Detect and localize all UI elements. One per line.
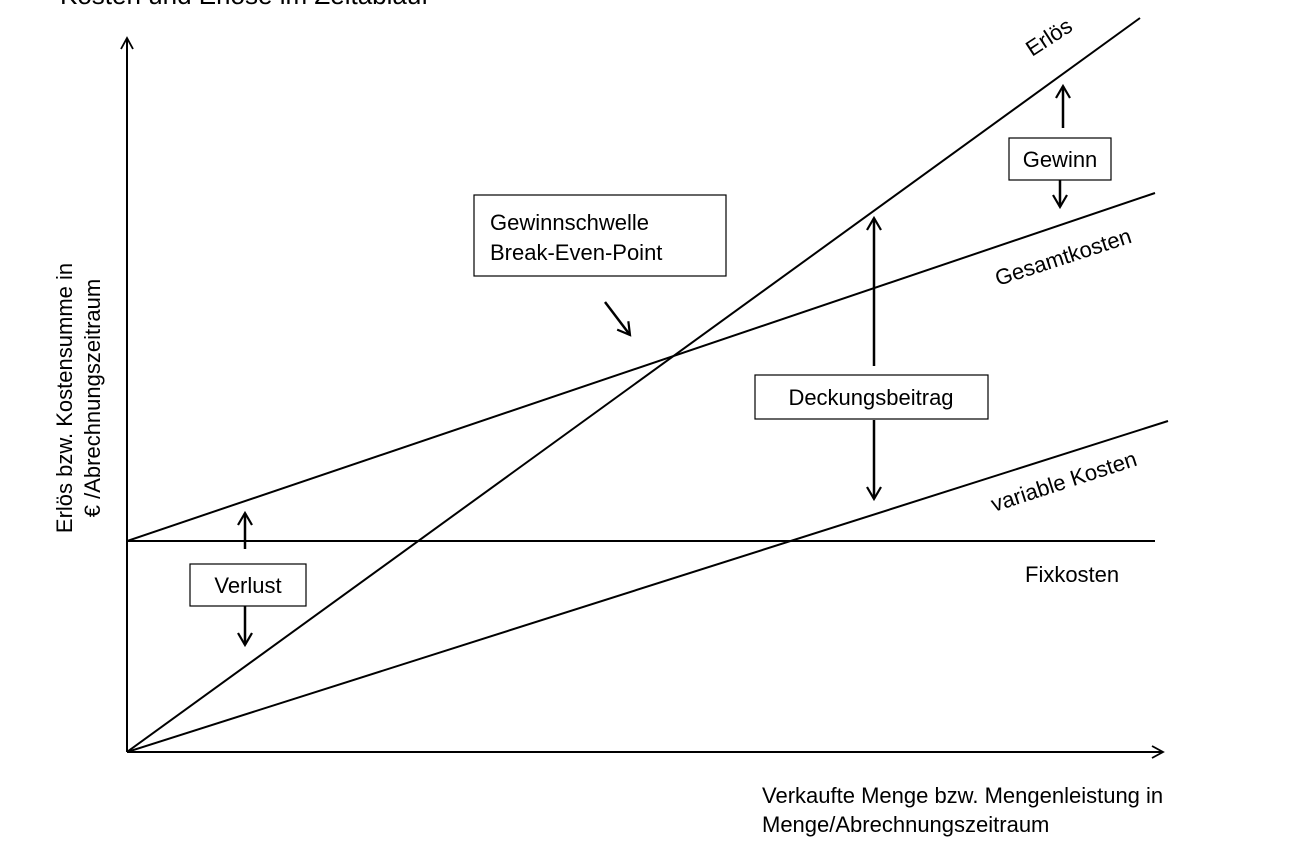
- break-even-pointer-arrow: [604, 301, 632, 337]
- gewinnschwelle-box: [473, 194, 727, 277]
- gesamtkosten-label: Gesamtkosten: [992, 223, 1135, 291]
- y-axis-label-line1: Erlös bzw. Kostensumme in: [52, 263, 77, 533]
- fixkosten-label: Fixkosten: [1025, 562, 1119, 587]
- deckungsbeitrag-box: [754, 374, 989, 420]
- variable-kosten-line: [126, 420, 1169, 753]
- gesamtkosten-line: [126, 192, 1156, 542]
- erloes-label: Erlös: [1021, 13, 1077, 61]
- deckungsbeitrag-label: Deckungsbeitrag: [788, 385, 953, 410]
- gewinnschwelle-label-line1: Gewinnschwelle: [490, 210, 649, 235]
- verlust-label: Verlust: [214, 573, 281, 598]
- x-axis-label-line2: Menge/Abrechnungszeitraum: [762, 812, 1049, 837]
- gewinn-label: Gewinn: [1023, 147, 1098, 172]
- verlust-box: [189, 563, 307, 607]
- erloes-line: [126, 17, 1141, 753]
- gewinn-box: [1008, 137, 1112, 181]
- gewinnschwelle-label-line2: Break-Even-Point: [490, 240, 662, 265]
- top-cut-text: Kosten und Erlöse im Zeitablauf: [60, 0, 429, 10]
- x-axis-label-line1: Verkaufte Menge bzw. Mengenleistung in: [762, 783, 1163, 808]
- variable-kosten-label: variable Kosten: [988, 446, 1140, 517]
- y-axis-label-line2: € /Abrechnungszeitraum: [80, 279, 105, 517]
